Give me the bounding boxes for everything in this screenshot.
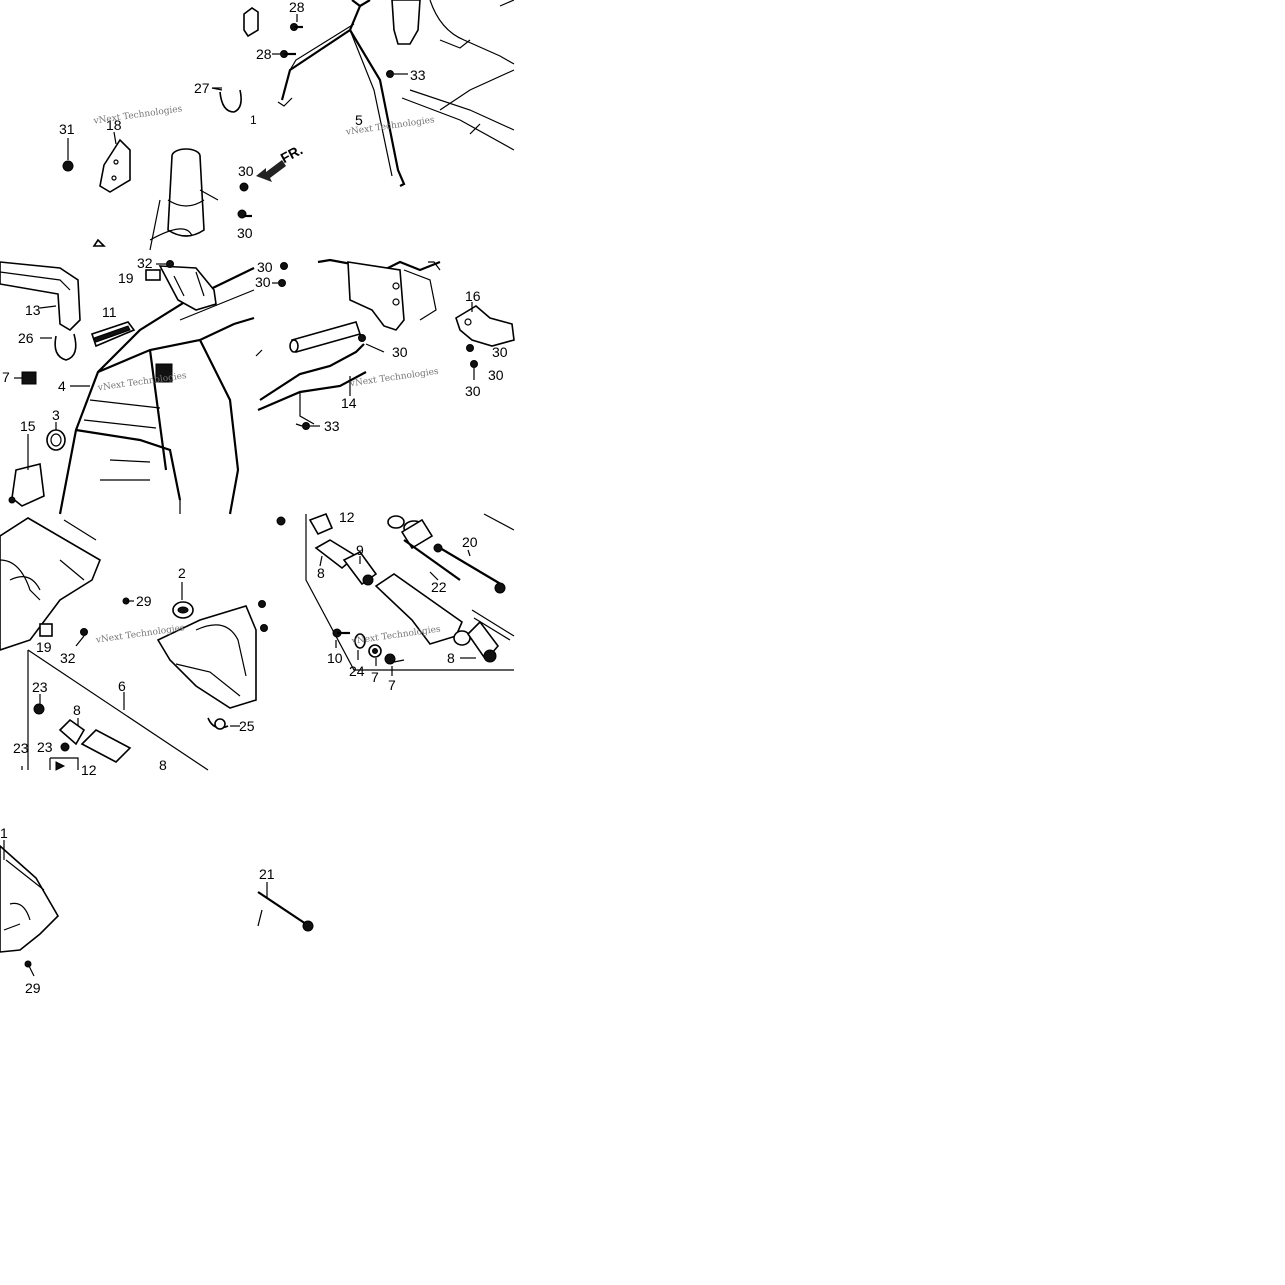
leader-lines (14, 87, 476, 727)
callout-7c: 7 (388, 677, 396, 693)
block-19b (39, 623, 53, 637)
callout-numbers: 28 28 33 27 1 5 31 18 30 30 32 19 30 30 … (0, 0, 508, 996)
callout-23c: 23 (13, 740, 29, 756)
watermark-1: vNext Technologies (92, 104, 183, 127)
pivot-bracket (308, 512, 334, 536)
callout-33a: 33 (410, 67, 426, 83)
callout-12b: 12 (339, 509, 355, 525)
bracket-16 (455, 305, 515, 347)
frame-upper-right (391, 0, 515, 151)
callout-29a: 29 (136, 593, 152, 609)
callout-7a: 7 (2, 369, 10, 385)
callout-33b: 33 (324, 418, 340, 434)
tile-frame-head (62, 0, 515, 251)
callout-32b: 32 (60, 650, 76, 666)
callout-23a: 23 (32, 679, 48, 695)
callout-23b: 23 (37, 739, 53, 755)
main-frame-body (58, 267, 255, 515)
callout-25: 25 (239, 718, 255, 734)
watermark-6: vNext Technologies (350, 624, 441, 647)
callout-20: 20 (462, 534, 478, 550)
callout-28a: 28 (289, 0, 305, 15)
callout-4: 4 (58, 378, 66, 394)
callout-31: 31 (59, 121, 75, 137)
frame-rear-lower (0, 517, 101, 651)
callout-15: 15 (20, 418, 36, 434)
frame-side-upper (317, 258, 441, 272)
callout-5: 5 (355, 112, 363, 128)
callout-18: 18 (106, 117, 122, 133)
tile-pivot-detail (305, 512, 515, 671)
callout-8c: 8 (317, 565, 325, 581)
tile-bolt-21 (257, 882, 314, 932)
callout-22: 22 (431, 579, 447, 595)
callout-30h: 30 (465, 383, 481, 399)
callout-12a: 12 (81, 762, 97, 778)
callout-8b: 8 (159, 757, 167, 773)
top-bracket (243, 7, 259, 38)
callout-10: 10 (327, 650, 343, 666)
callout-19a: 19 (118, 270, 134, 286)
callout-2: 2 (178, 565, 186, 581)
callout-30e: 30 (392, 344, 408, 360)
callout-6: 6 (118, 678, 126, 694)
head-pipe (149, 148, 219, 251)
pivot-bolt-20 (439, 547, 505, 587)
callout-21: 21 (259, 866, 275, 882)
bolt-31 (62, 138, 74, 172)
callout-7b: 7 (371, 669, 379, 685)
mount-plate-18 (99, 138, 131, 193)
bolts-28 (272, 14, 303, 58)
front-direction-arrow (256, 160, 286, 182)
callout-30d: 30 (255, 274, 271, 290)
callout-8d: 8 (447, 650, 455, 666)
callout-1a: 1 (250, 113, 257, 127)
callout-26: 26 (18, 330, 34, 346)
nut-7b (384, 653, 396, 665)
callout-30b: 30 (237, 225, 253, 241)
callout-30g: 30 (488, 367, 504, 383)
watermark-3: vNext Technologies (96, 371, 187, 394)
collar-3 (46, 429, 66, 451)
callout-3: 3 (52, 407, 60, 423)
cross-tube (290, 321, 362, 353)
watermark-4: vNext Technologies (348, 367, 439, 390)
stand-14 (257, 343, 367, 412)
callout-27: 27 (194, 80, 210, 96)
callout-28b: 28 (256, 46, 272, 62)
callout-11: 11 (102, 304, 117, 320)
clip-27 (219, 89, 242, 113)
cover-13 (0, 261, 81, 332)
callout-30c: 30 (257, 259, 273, 275)
callout-16: 16 (465, 288, 481, 304)
bracket-15 (11, 463, 45, 507)
callout-1b: 1 (0, 825, 8, 841)
washer-24 (354, 633, 366, 649)
callout-32a: 32 (137, 255, 153, 271)
tile-main-frame (0, 260, 288, 515)
callout-30f: 30 (492, 344, 508, 360)
watermarks: vNext Technologies vNext Technologies vN… (92, 104, 442, 647)
callout-8a: 8 (73, 702, 81, 718)
bolt-21 (257, 891, 307, 925)
clamp-26 (54, 333, 77, 361)
clip-7 (21, 371, 37, 385)
tile-cross-member (255, 258, 515, 430)
callout-29b: 29 (25, 980, 41, 996)
tile-bottom-left (0, 840, 60, 977)
tile-under-cover (0, 516, 286, 771)
callout-9: 9 (356, 542, 364, 558)
callout-30a: 30 (238, 163, 254, 179)
pivot-bushing-8a (58, 718, 86, 746)
callout-14: 14 (341, 395, 357, 411)
callout-24: 24 (349, 663, 365, 679)
callout-13: 13 (25, 302, 41, 318)
callout-19b: 19 (36, 639, 52, 655)
block-19a (145, 269, 161, 281)
